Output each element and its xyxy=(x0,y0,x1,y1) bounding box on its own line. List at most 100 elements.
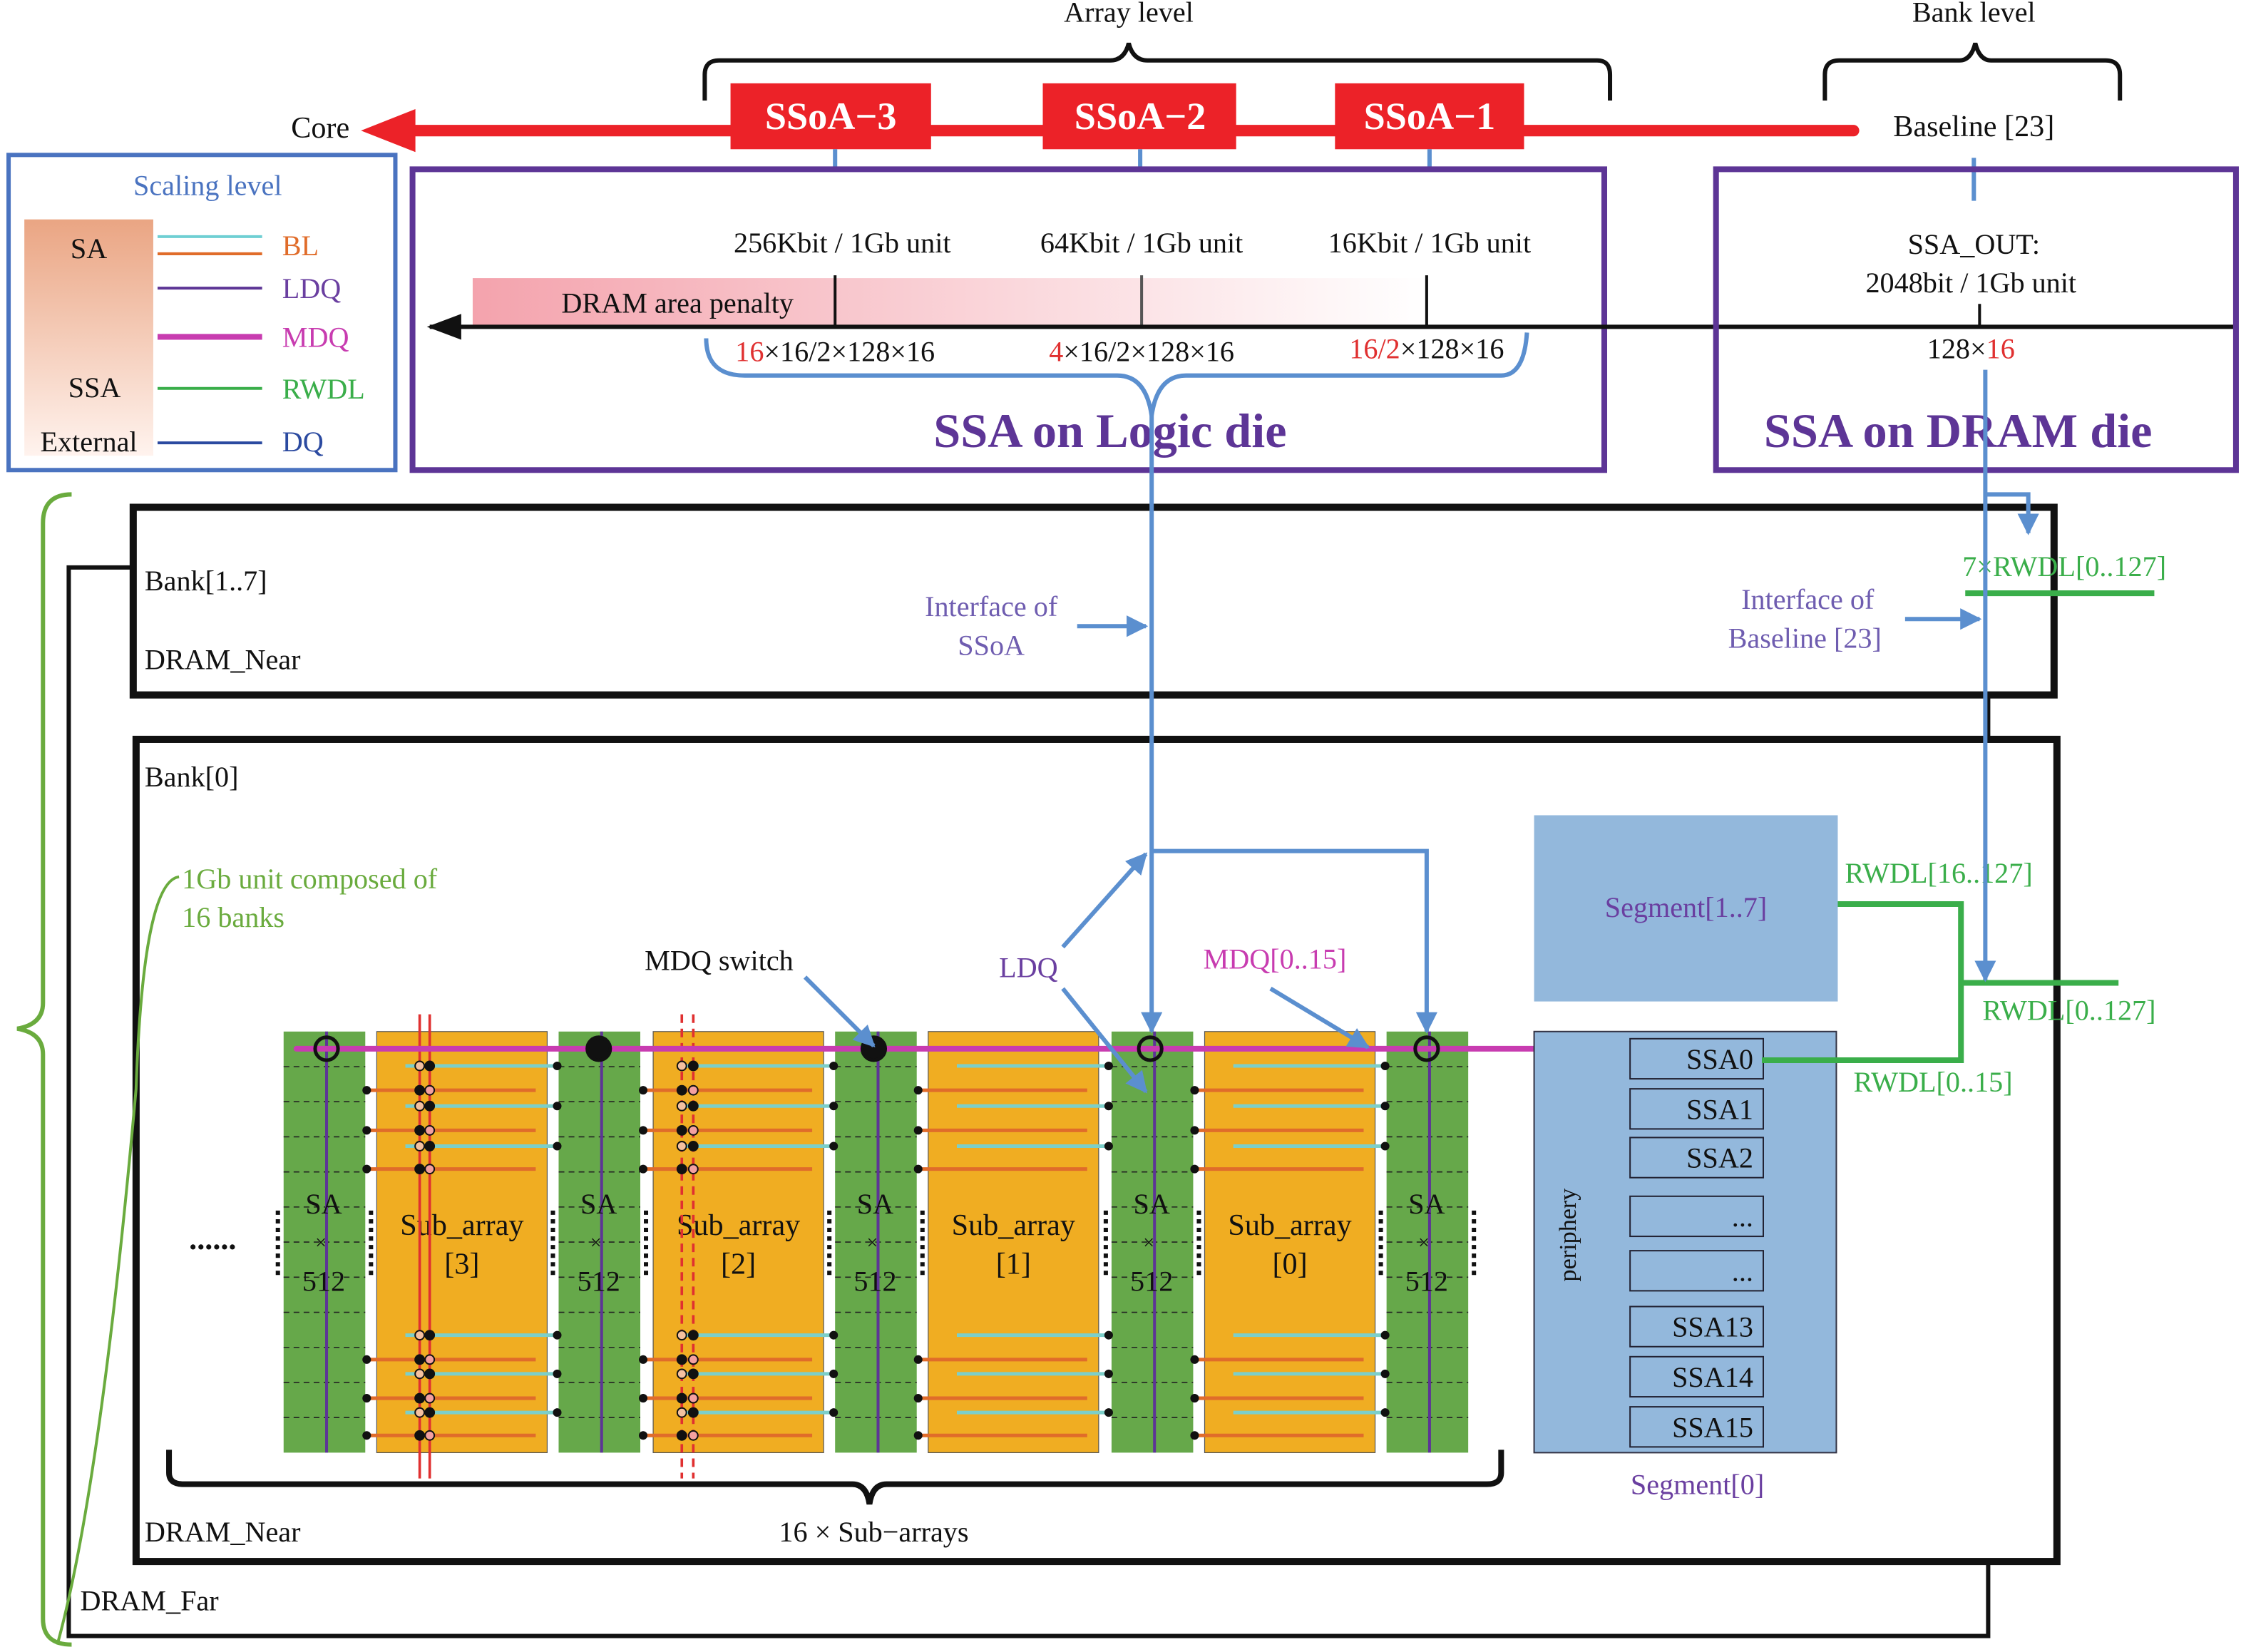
ssa-unit[interactable]: SSA15 xyxy=(1629,1406,1764,1448)
ssa-unit-box xyxy=(1629,1037,1764,1080)
ssa-unit[interactable]: SSA14 xyxy=(1629,1355,1764,1398)
interface-baseline-line1: Interface of xyxy=(1741,583,1875,615)
switch-dot xyxy=(414,1368,426,1380)
ssoa-2-label: SSoA−2 xyxy=(1075,95,1206,138)
subarray-block xyxy=(652,1031,824,1454)
bank-level-brace: Bank level xyxy=(1822,0,2123,101)
switch-dot xyxy=(687,1392,699,1404)
sa-column[interactable]: SA×512 xyxy=(550,1031,649,1453)
sa-label-count: 512 xyxy=(1130,1265,1173,1297)
bitline-dot xyxy=(1190,1431,1199,1440)
sa-label-top: SA xyxy=(1134,1188,1170,1220)
ssa-unit[interactable]: SSA13 xyxy=(1629,1305,1764,1348)
dram-near-label-top: DRAM_Near xyxy=(145,644,301,676)
interface-paths xyxy=(803,369,2039,1094)
rwdl-0-15-label: RWDL[0..15] xyxy=(1854,1066,2013,1098)
bitline-dot xyxy=(553,1369,562,1378)
legend-mdq: MDQ xyxy=(282,322,349,354)
switch-dot xyxy=(414,1330,426,1341)
subarray[interactable]: Sub_array[3] xyxy=(362,1031,562,1454)
bitline-dot xyxy=(1104,1102,1113,1111)
ssa-unit-label: SSA2 xyxy=(1686,1142,1753,1174)
segment-1-7-label: Segment[1..7] xyxy=(1605,891,1768,923)
sa-label-count: 512 xyxy=(853,1265,896,1297)
switch-dot xyxy=(676,1100,687,1112)
bitline-dot xyxy=(1190,1394,1199,1403)
bitline-dot xyxy=(1104,1369,1113,1378)
segment-1-7[interactable]: Segment[1..7] xyxy=(1534,815,1838,1002)
switch-dot xyxy=(687,1100,699,1112)
ssa-unit[interactable]: ... xyxy=(1629,1195,1764,1238)
bitline-dot xyxy=(638,1126,648,1135)
sa-column[interactable]: SA×512 xyxy=(1103,1031,1201,1453)
switch-dot xyxy=(414,1124,426,1136)
ssa-unit[interactable]: SSA1 xyxy=(1629,1088,1764,1130)
switch-dot xyxy=(687,1164,699,1175)
bitline-dot xyxy=(1190,1164,1199,1174)
sa-column[interactable]: SA×512 xyxy=(827,1031,925,1453)
subarray[interactable]: Sub_array[1] xyxy=(913,1031,1113,1454)
bank-level-label: Bank level xyxy=(1912,0,2036,28)
sa-label-top: SA xyxy=(305,1188,342,1220)
sa-label-count: 512 xyxy=(578,1265,620,1297)
subarray[interactable]: Sub_array[0] xyxy=(1190,1031,1390,1454)
ssa-unit-label: SSA1 xyxy=(1686,1093,1753,1125)
ssa-unit[interactable]: ... xyxy=(1629,1250,1764,1292)
ssa-out-bits: 2048bit / 1Gb unit xyxy=(1865,267,2076,299)
sa-label-times: × xyxy=(867,1232,878,1254)
rwdl-7x-label: 7×RWDL[0..127] xyxy=(1962,550,2166,583)
ssa-unit-box xyxy=(1629,1195,1764,1238)
switch-dot xyxy=(424,1368,436,1380)
unit-note: 1Gb unit composed of 16 banks xyxy=(56,863,438,1646)
sa-label-times: × xyxy=(590,1232,602,1254)
baseline-label: Baseline [23] xyxy=(1893,110,2054,143)
bitline-dot xyxy=(362,1126,371,1135)
logic-die-box: 256Kbit / 1Gb unit 64Kbit / 1Gb unit 16K… xyxy=(409,166,1608,473)
legend-rwdl: RWDL xyxy=(282,373,365,405)
scaling-legend: Scaling level SA SSA External BL LDQ MDQ… xyxy=(6,153,398,473)
switch-dot xyxy=(676,1430,687,1441)
ssa-unit-box xyxy=(1629,1137,1764,1179)
ssa-unit-box xyxy=(1629,1305,1764,1348)
bitline-dot xyxy=(1104,1408,1113,1417)
ssa-unit[interactable]: SSA0 xyxy=(1629,1037,1764,1080)
ssoa-1-box[interactable]: SSoA−1 xyxy=(1335,83,1524,150)
ssa-unit-box xyxy=(1629,1250,1764,1292)
switch-dot xyxy=(687,1407,699,1418)
sa-column[interactable]: SA×512 xyxy=(275,1031,374,1453)
mdq-switch-open-icon xyxy=(313,1035,340,1062)
ssa-unit[interactable]: SSA2 xyxy=(1629,1137,1764,1179)
switch-dot xyxy=(676,1354,687,1365)
subarray[interactable]: Sub_array[2] xyxy=(638,1031,839,1454)
subarray-index: [2] xyxy=(721,1247,756,1281)
array-ellipsis: ...... xyxy=(189,1221,236,1256)
ssa-unit-box xyxy=(1629,1088,1764,1130)
subarray-brace xyxy=(166,1450,1504,1505)
ssoa-2-box[interactable]: SSoA−2 xyxy=(1042,83,1236,150)
sa-column[interactable]: SA×512 xyxy=(1378,1031,1477,1453)
penalty-label: DRAM area penalty xyxy=(561,287,794,319)
switch-dot xyxy=(424,1407,436,1418)
bitline-dot xyxy=(913,1394,923,1403)
sa-label-count: 512 xyxy=(302,1265,345,1297)
segment-0[interactable]: periphery SSA0SSA1SSA2......SSA13SSA14SS… xyxy=(1533,1030,1837,1454)
switch-dot xyxy=(414,1084,426,1096)
bitline-dot xyxy=(638,1431,648,1440)
unit-256k: 256Kbit / 1Gb unit xyxy=(734,227,951,259)
bitline-dot xyxy=(1380,1102,1390,1111)
ssa-unit-label: SSA13 xyxy=(1672,1311,1753,1343)
switch-dot xyxy=(414,1100,426,1112)
mdq-switch-closed-icon xyxy=(585,1035,612,1062)
switch-dot xyxy=(414,1354,426,1365)
bitline-dot xyxy=(638,1355,648,1364)
ssoa-3-box[interactable]: SSoA−3 xyxy=(730,83,931,150)
interface-ssoa-line1: Interface of xyxy=(925,590,1058,622)
legend-level-ssa: SSA xyxy=(68,371,121,404)
switch-dot xyxy=(424,1084,436,1096)
switch-dot xyxy=(676,1407,687,1418)
switch-dot xyxy=(676,1084,687,1096)
bitline-dot xyxy=(829,1061,839,1071)
ssa-unit-label: ... xyxy=(1732,1201,1753,1233)
switch-dot xyxy=(424,1060,436,1072)
